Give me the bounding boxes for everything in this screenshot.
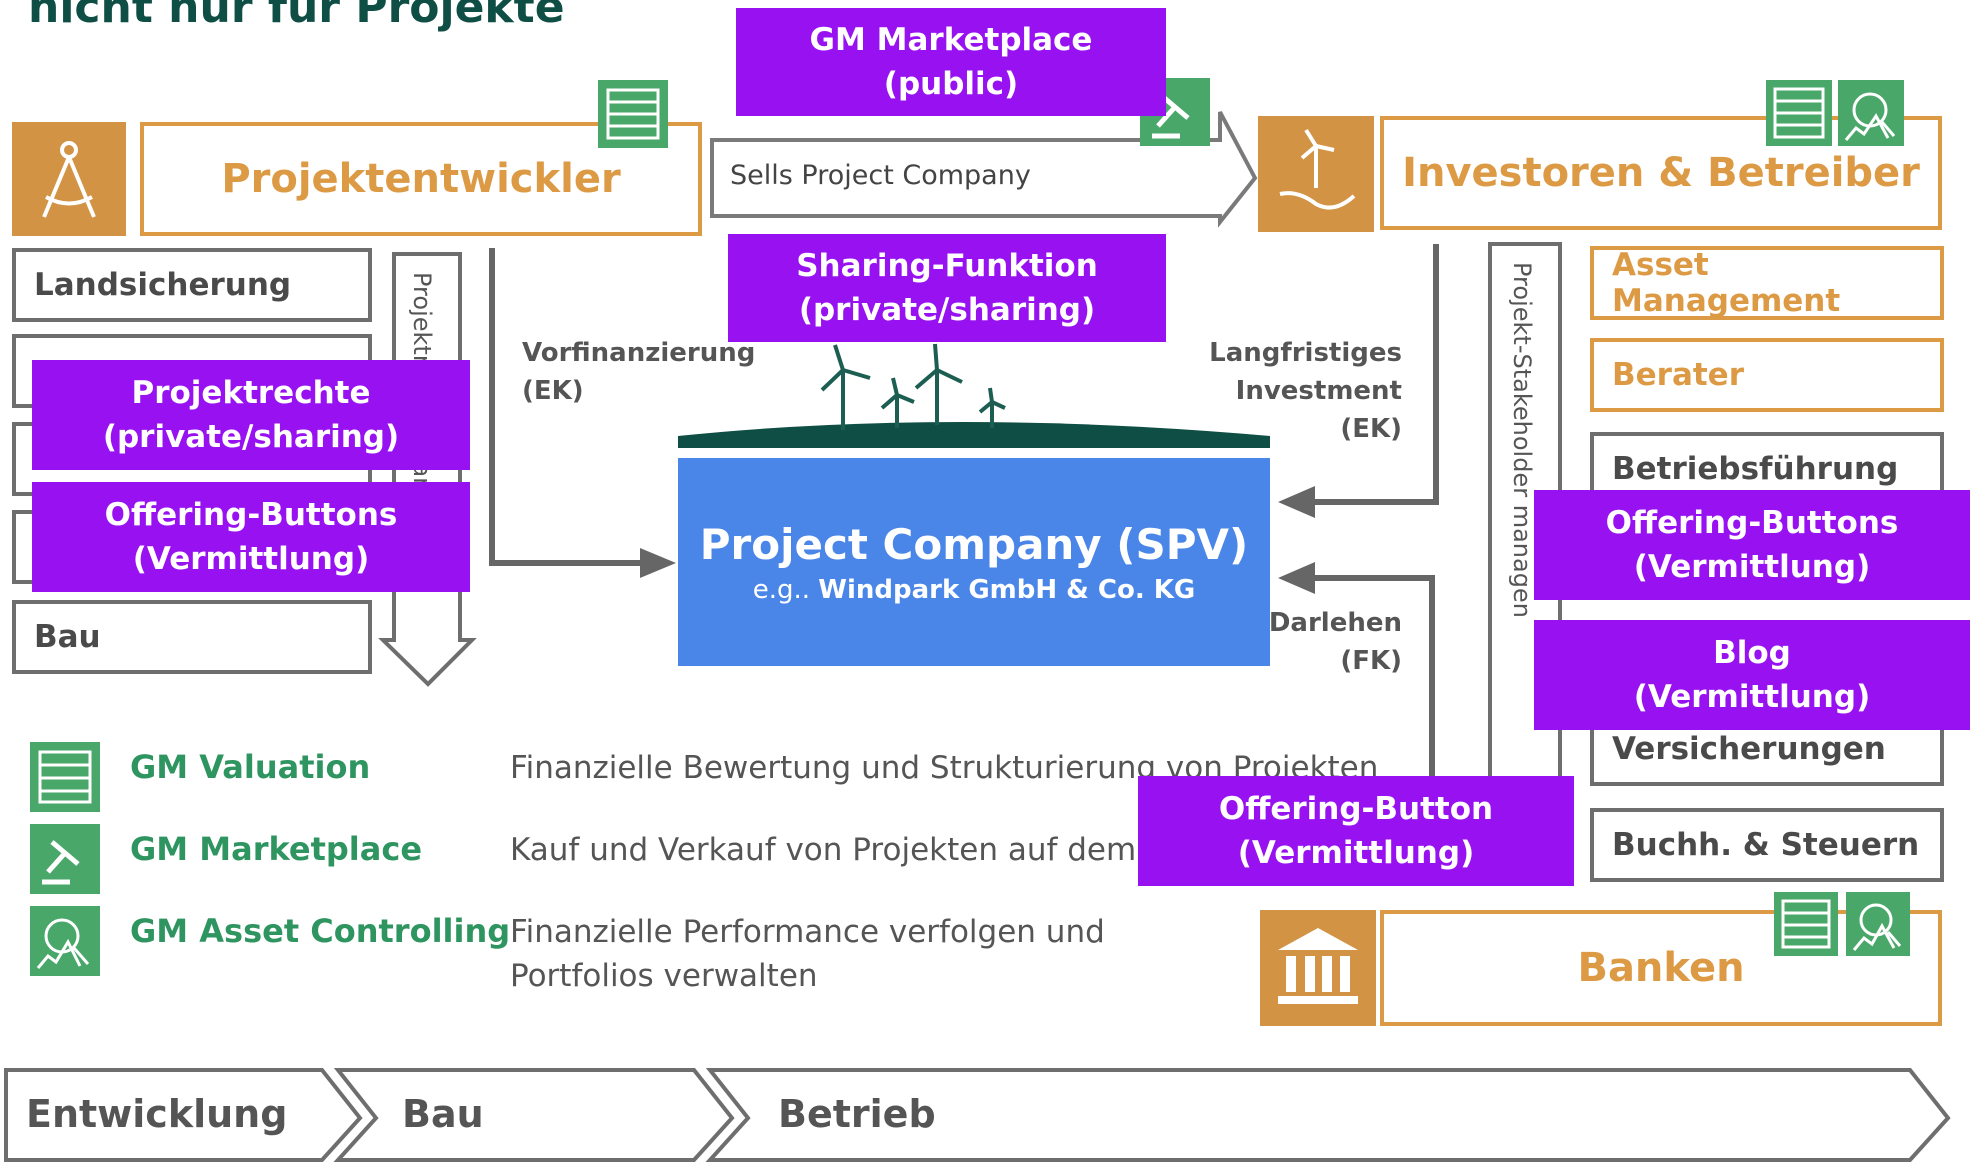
developer-label: Projektentwickler [221,156,621,202]
langfristig-ek: (EK) [1340,414,1402,444]
spv-title: Project Company (SPV) [699,519,1249,569]
chart-magnifier-icon [1846,892,1910,956]
investors-label: Investoren & Betreiber [1402,150,1920,196]
offering-button-sub: (Vermittlung) [1237,835,1475,871]
page-title: nicht nur für Projekte [28,0,565,33]
legend-marketplace-desc: Kauf und Verkauf von Projekten auf dem [510,832,1137,868]
offering-buttons-left[interactable]: Offering-Buttons (Vermittlung) [32,482,470,592]
blog-callout-title: Blog [1713,635,1791,671]
vorfinanzierung-ek: (EK) [522,376,584,406]
vorfinanzierung-text: Vorfinanzierung [522,338,756,368]
task-landsicherung: Landsicherung [12,248,372,322]
projektrechte-callout-title: Projektrechte [131,375,371,411]
blog-callout[interactable]: Blog (Vermittlung) [1534,620,1970,730]
spv-subtitle-name: Windpark GmbH & Co. KG [818,574,1196,605]
abacus-icon [1774,892,1838,956]
phase-betrieb-shape [705,1068,1951,1162]
offering-button-bottom[interactable]: Offering-Button (Vermittlung) [1138,776,1574,886]
vorfinanzierung-label: Vorfinanzierung (EK) [522,334,755,410]
darlehen-label: Darlehen (FK) [1240,604,1402,680]
langfristig-label: Langfristiges Investment (EK) [1040,334,1402,448]
sharing-callout-title: Sharing-Funktion [796,248,1098,284]
darlehen-arrowhead [1278,562,1315,594]
stakeholder-vertical-label: Projekt-Stakeholder managen [1508,262,1536,618]
legend-controlling-desc-line1: Finanzielle Performance verfolgen und [510,914,1105,950]
developer-box: Projektentwickler [140,122,702,236]
marketplace-callout-sub: (public) [883,66,1019,102]
legend-controlling-name: GM Asset Controlling [130,912,511,950]
legend-controlling-desc: Finanzielle Performance verfolgen und Po… [510,910,1105,998]
legend-valuation-name: GM Valuation [130,748,371,786]
vorfinanzierung-line [489,248,640,566]
task-bau: Bau [12,600,372,674]
compass-icon [12,122,126,236]
spv-box: Project Company (SPV) e.g.. Windpark Gmb… [678,458,1270,666]
legend-marketplace-name: GM Marketplace [130,830,423,868]
banks-label: Banken [1577,945,1745,991]
abacus-icon [598,80,668,148]
langfristig-text: Langfristiges Investment [1209,338,1402,406]
abacus-icon [1766,80,1832,146]
marketplace-callout-title: GM Marketplace [809,22,1093,58]
legend-controlling-desc-line2: Portfolios verwalten [510,958,818,994]
landscape-ground [678,422,1270,448]
langfristig-line [1315,244,1439,505]
spv-subtitle-prefix: e.g.. [752,574,811,605]
sells-label: Sells Project Company [730,160,1031,191]
langfristig-arrowhead [1278,486,1315,518]
darlehen-fk: (FK) [1340,646,1402,676]
phase-entwicklung: Entwicklung [26,1092,288,1136]
chart-magnifier-icon [1838,80,1904,146]
blog-callout-sub: (Vermittlung) [1633,679,1871,715]
projektrechte-callout-sub: (private/sharing) [102,419,400,455]
offering-right-sub: (Vermittlung) [1633,549,1871,585]
projektrechte-callout[interactable]: Projektrechte (private/sharing) [32,360,470,470]
task-buchhaltung: Buchh. & Steuern [1590,808,1944,882]
offering-right-title: Offering-Buttons [1605,505,1899,541]
task-berater: Berater [1590,338,1944,412]
sharing-callout-sub: (private/sharing) [798,292,1096,328]
task-asset-management: Asset Management [1590,246,1944,320]
investors-box: Investoren & Betreiber [1380,116,1942,230]
chart-magnifier-icon [30,906,100,976]
bank-icon [1260,910,1376,1026]
vorfinanzierung-arrowhead [640,548,676,578]
hand-windmill-icon [1258,116,1374,232]
phase-betrieb: Betrieb [778,1092,936,1136]
sells-arrow [710,111,1258,228]
wind-turbine-icon [820,343,1006,430]
phase-bau: Bau [402,1092,484,1136]
marketplace-callout[interactable]: GM Marketplace (public) [736,8,1166,116]
darlehen-text: Darlehen [1268,608,1402,638]
offering-left-sub: (Vermittlung) [132,541,370,577]
abacus-icon [30,742,100,812]
offering-button-title: Offering-Button [1218,791,1494,827]
offering-left-title: Offering-Buttons [104,497,398,533]
offering-buttons-right[interactable]: Offering-Buttons (Vermittlung) [1534,490,1970,600]
phase-bau-shape [333,1068,735,1162]
gavel-icon [30,824,100,894]
phase-entwicklung-shape [4,1068,363,1162]
sharing-callout[interactable]: Sharing-Funktion (private/sharing) [728,234,1166,342]
spv-subtitle: e.g.. Windpark GmbH & Co. KG [678,575,1270,605]
